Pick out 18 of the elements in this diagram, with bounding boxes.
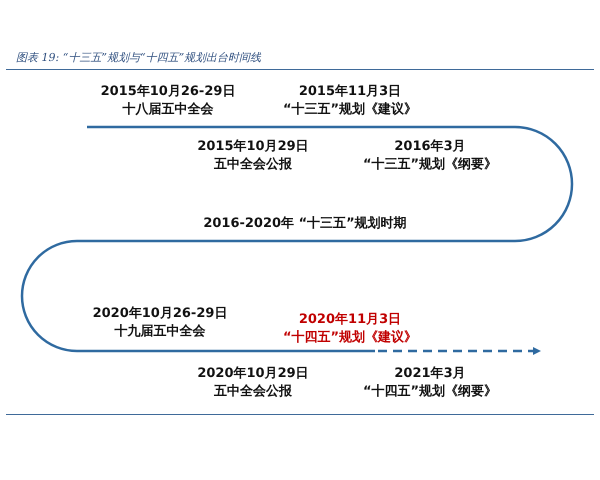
event-date: 2020年10月26-29日 xyxy=(92,305,228,322)
event-date: 2021年3月 xyxy=(394,365,466,382)
event-name: “十三五”规划《建议》 xyxy=(282,100,418,118)
period-label: 2016-2020年 “十三五”规划时期 xyxy=(203,215,407,232)
event-name: “十四五”规划《纲要》 xyxy=(362,383,498,400)
event-date: 2016年3月 xyxy=(394,138,466,155)
figure-title: 图表 19: “十三五”规划与“十四五”规划出台时间线 xyxy=(16,50,262,65)
event-name: 十八届五中全会 xyxy=(122,101,214,118)
event-name: “十三五”规划《纲要》 xyxy=(362,156,498,173)
event-date: 2020年11月3日 xyxy=(298,311,402,328)
event-name: 五中全会公报 xyxy=(214,383,292,400)
event-date: 2015年11月3日 xyxy=(298,83,402,100)
event-name: 五中全会公报 xyxy=(214,156,292,173)
event-date: 2020年10月29日 xyxy=(197,365,309,382)
event-name: “十四五”规划《建议》 xyxy=(282,328,418,346)
event-name: 十九届五中全会 xyxy=(114,323,206,340)
event-date: 2015年10月26-29日 xyxy=(100,83,236,100)
event-date: 2015年10月29日 xyxy=(197,138,309,155)
